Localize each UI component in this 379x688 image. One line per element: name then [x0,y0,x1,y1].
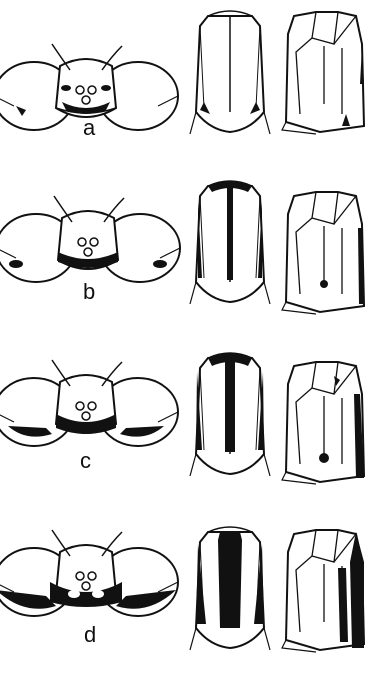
thorax-lateral-b [282,192,364,314]
thorax-lateral-a [282,12,364,134]
row-label-d: d [84,624,96,646]
row-d-illustrations [0,527,364,652]
row-b-illustrations [0,181,364,314]
thorax-dorsal-d [190,527,270,650]
row-c-illustrations [0,353,364,484]
head-b [0,196,180,282]
thorax-dorsal-a [190,11,270,134]
row-a-illustrations [0,11,364,134]
thorax-lateral-d [282,530,364,652]
head-d [0,530,178,616]
row-label-c: c [80,450,91,472]
row-label-a: a [83,117,95,139]
thorax-dorsal-c [190,353,270,476]
row-label-b: b [83,281,95,303]
thorax-dorsal-b [190,181,270,304]
thorax-lateral-c [282,362,364,484]
head-c [0,360,178,446]
